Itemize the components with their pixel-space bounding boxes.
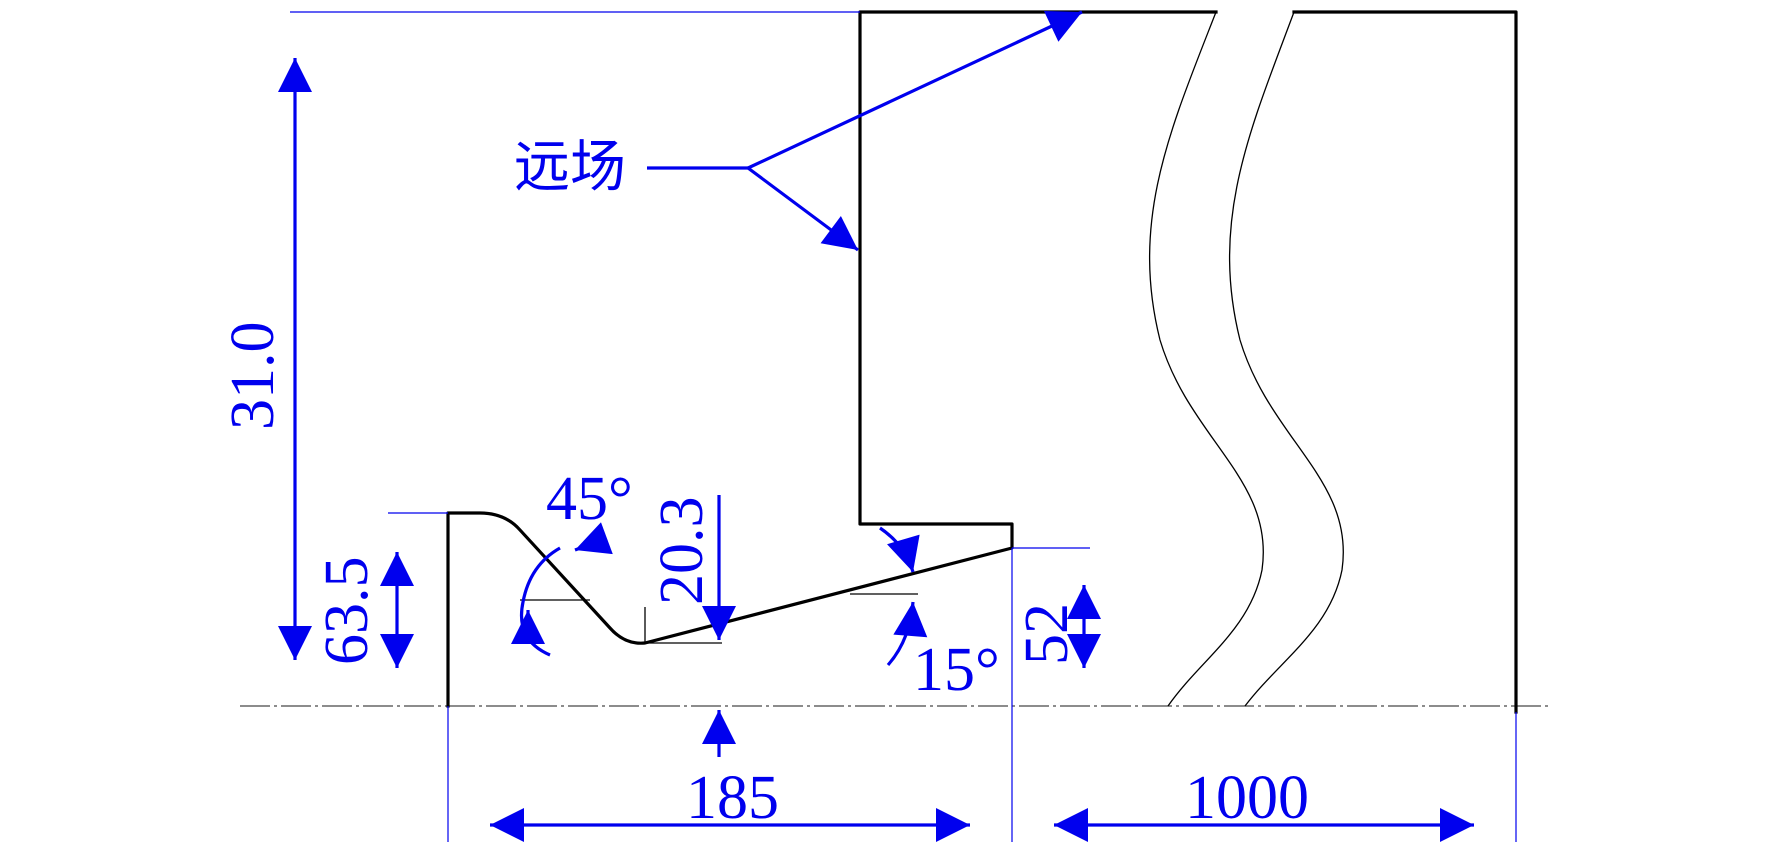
far-field-leader-side bbox=[747, 166, 859, 252]
angle-left-label: 45° bbox=[546, 465, 633, 533]
angle-right-arc-bottom bbox=[886, 601, 928, 667]
angle-right-arc-top bbox=[879, 526, 920, 573]
width-far-label: 1000 bbox=[1185, 764, 1309, 832]
width-channel-label: 185 bbox=[686, 764, 779, 832]
height-left-label: 63.5 bbox=[313, 557, 381, 666]
far-field-block bbox=[1292, 10, 1518, 714]
angle-left-arc bbox=[519, 546, 561, 657]
far-field-leader-top bbox=[747, 10, 1083, 170]
dimension-layer bbox=[278, 10, 1517, 842]
angle-right-label: 15° bbox=[913, 636, 1000, 704]
angle-left-arrow-top bbox=[574, 522, 613, 555]
step-height-label: 52 bbox=[1013, 603, 1081, 665]
channel-bed-profile bbox=[446, 10, 1218, 708]
break-line-right bbox=[1229, 11, 1344, 707]
notch-depth-label: 20.3 bbox=[648, 497, 716, 606]
height-total-label: 31.0 bbox=[219, 322, 287, 431]
break-line-left bbox=[1149, 11, 1264, 707]
far-field-label: 远场 bbox=[514, 135, 626, 200]
